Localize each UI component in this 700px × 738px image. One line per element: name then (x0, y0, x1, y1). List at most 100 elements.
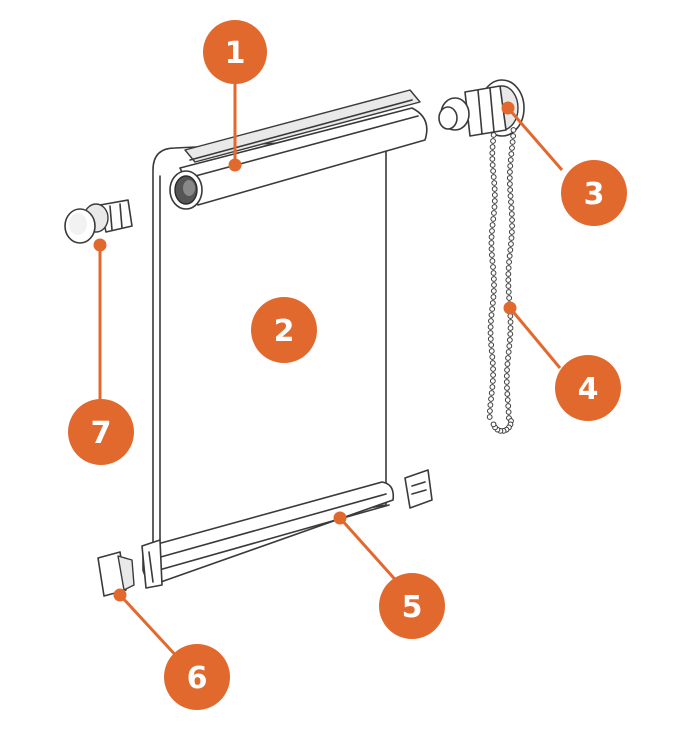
chain-bead (491, 204, 498, 210)
chain-bead (504, 367, 510, 373)
chain-bead (508, 211, 515, 217)
chain-bead (508, 235, 515, 241)
chain-bead (506, 295, 513, 301)
chain-bead (490, 270, 497, 276)
callout-5: 5 (379, 573, 445, 639)
chain-bead (488, 246, 495, 252)
callout-1: 1 (203, 20, 267, 84)
chain-bead (507, 331, 514, 337)
chain-bead (505, 289, 512, 295)
chain-bead (488, 348, 495, 354)
callout-5-label: 5 (402, 590, 423, 625)
chain-bead (506, 175, 513, 181)
chain-bead (505, 409, 512, 415)
chain-bead (489, 378, 496, 384)
chain-bead (489, 222, 496, 228)
chain-bead (505, 271, 512, 277)
callout-2-label: 2 (274, 314, 295, 349)
chain-bead (506, 181, 513, 187)
chain-bead (488, 396, 494, 402)
chain-bead (490, 276, 497, 282)
chain-bead (508, 151, 515, 157)
chain-bead (510, 127, 517, 133)
chain-bead (508, 205, 515, 211)
callout-6-label: 6 (187, 661, 208, 696)
chain-bead (488, 234, 495, 240)
chain-bead (507, 163, 514, 169)
callout-7-label: 7 (91, 416, 112, 451)
chain-bead (488, 312, 495, 318)
chain-bead (490, 174, 497, 180)
chain-bead (509, 145, 515, 151)
bead-chain (486, 127, 517, 434)
chain-bead (490, 138, 496, 144)
callout-1-label: 1 (225, 36, 246, 71)
chain-bead (510, 133, 517, 139)
chain-bead (488, 390, 495, 396)
chain-bead (508, 241, 514, 247)
chain-bead (509, 223, 515, 229)
chain-bead (507, 319, 514, 325)
chain-bead (487, 324, 494, 330)
end-cap-left (97, 551, 135, 597)
callout-6: 6 (164, 644, 230, 710)
chain-bead (489, 156, 496, 162)
chain-bead (491, 180, 498, 186)
callout-2: 2 (251, 297, 317, 363)
top-tube (169, 89, 428, 210)
chain-bead (507, 157, 514, 163)
chain-bead (490, 132, 497, 138)
bottom-bar (141, 481, 395, 589)
chain-bead (489, 300, 496, 306)
chain-bead (503, 379, 510, 385)
chain-bead (489, 228, 495, 234)
chain-bead (489, 360, 496, 366)
chain-bead (491, 198, 498, 204)
chain-bead (490, 366, 496, 372)
chain-bead (490, 372, 496, 378)
chain-bead (491, 192, 498, 198)
chain-bead (487, 336, 494, 342)
chain-bead (507, 247, 514, 253)
callout-3: 3 (561, 160, 627, 226)
chain-bead (487, 408, 493, 414)
chain-bead (504, 391, 511, 397)
chain-bead (489, 354, 496, 360)
chain-bead (506, 337, 513, 343)
chain-bead (491, 282, 497, 288)
chain-bead (506, 343, 513, 349)
callout-4: 4 (555, 355, 621, 421)
chain-bead (507, 193, 514, 199)
chain-bead (505, 349, 512, 355)
chain-bead (489, 150, 496, 156)
callout-4-label: 4 (578, 372, 599, 407)
chain-bead (486, 414, 493, 420)
chain-bead (505, 403, 512, 409)
callout-3-label: 3 (584, 177, 605, 212)
chain-bead (507, 325, 514, 331)
chain-bead (508, 229, 515, 235)
end-cap-right (404, 469, 433, 509)
chain-bead (504, 397, 511, 403)
chain-bead (490, 294, 497, 300)
chain-bead (509, 139, 516, 145)
chain-bead (490, 421, 497, 428)
chain-bead (505, 265, 512, 271)
chain-bead (490, 168, 497, 174)
chain-bead (490, 288, 497, 294)
chain-bead (507, 169, 513, 175)
chain-bead (491, 186, 498, 192)
chain-bead (489, 162, 496, 168)
chain-bead (509, 217, 515, 223)
chain-bead (488, 240, 495, 246)
idle-end-bracket (64, 199, 133, 244)
chain-bead (491, 210, 497, 216)
chain-bead (490, 216, 497, 222)
chain-bead (489, 144, 496, 150)
chain-bead (506, 259, 512, 265)
chain-bead (489, 384, 496, 390)
chain-bead (504, 361, 511, 367)
chain-bead (487, 402, 494, 408)
chain-bead (489, 306, 496, 312)
